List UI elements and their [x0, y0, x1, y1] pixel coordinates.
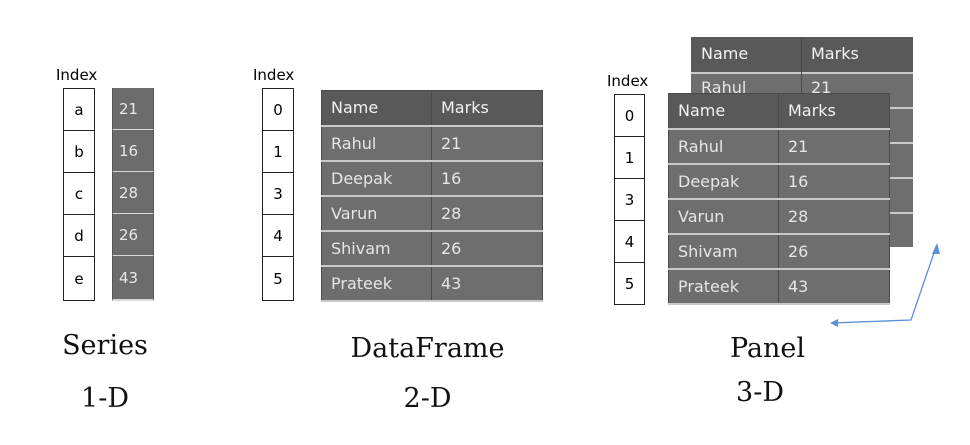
panel-cell: 21	[778, 128, 890, 165]
series-index-cell: b	[63, 130, 95, 173]
dataframe-header-row: Name Marks	[321, 90, 543, 127]
dataframe-cell: 21	[431, 125, 543, 162]
panel-back-divider	[801, 37, 802, 72]
dataframe-row: Shivam 26	[321, 230, 543, 267]
panel-row: Rahul 21	[668, 128, 890, 165]
dataframe-column-header: Marks	[431, 90, 543, 127]
series-index-cell: e	[63, 256, 95, 301]
panel-axis-arrow-icon	[830, 243, 940, 327]
panel-cell: 16	[778, 163, 890, 200]
dataframe-index-cell: 0	[262, 88, 294, 131]
dataframe-cell: 28	[431, 195, 543, 232]
dataframe-dimension-label: 2-D	[403, 383, 452, 414]
panel-cell: Rahul	[668, 128, 779, 165]
panel-back-cell: Rahul	[701, 78, 747, 97]
dataframe-cell: Deepak	[321, 160, 432, 197]
series-value-cell: 43	[112, 256, 154, 301]
series-value-cell: 26	[112, 214, 154, 257]
dataframe-index-cell: 3	[262, 172, 294, 215]
panel-row: Prateek 43	[668, 268, 890, 305]
dataframe-cell: 26	[431, 230, 543, 267]
dataframe-row: Deepak 16	[321, 160, 543, 197]
panel-index-cell: 1	[614, 136, 645, 179]
panel-back-cell: 21	[811, 78, 832, 97]
panel-index-cell: 5	[614, 262, 645, 305]
panel-back-column-header: Marks	[811, 44, 859, 63]
panel-row: Shivam 26	[668, 233, 890, 270]
series-value-cell: 21	[112, 88, 154, 131]
dataframe-index-label: Index	[253, 66, 295, 84]
panel-back-header: Name Marks	[691, 37, 913, 74]
dataframe-cell: Varun	[321, 195, 432, 232]
dataframe-cell: Prateek	[321, 265, 432, 302]
dataframe-cell: Shivam	[321, 230, 432, 267]
dataframe-index-cell: 4	[262, 214, 294, 257]
panel-cell: 43	[778, 268, 890, 305]
series-index-cell: d	[63, 214, 95, 257]
series-value-cell: 16	[112, 130, 154, 173]
dataframe-table: Name Marks Rahul 21 Deepak 16 Varun 28 S…	[321, 90, 543, 302]
series-value-cell: 28	[112, 172, 154, 215]
panel-index-label: Index	[607, 72, 649, 90]
panel-cell: Varun	[668, 198, 779, 235]
series-index-cell: a	[63, 88, 95, 131]
dataframe-row: Varun 28	[321, 195, 543, 232]
panel-cell: 26	[778, 233, 890, 270]
panel-back-column-header: Name	[701, 44, 749, 63]
panel-index-cell: 0	[614, 94, 645, 137]
series-title: Series	[62, 330, 148, 361]
panel-column-header: Marks	[778, 93, 890, 130]
dataframe-index-cell: 1	[262, 130, 294, 173]
dataframe-cell: 16	[431, 160, 543, 197]
series-dimension-label: 1-D	[81, 383, 129, 414]
series-index-cell: c	[63, 172, 95, 215]
dataframe-cell: Rahul	[321, 125, 432, 162]
dataframe-title: DataFrame	[350, 333, 505, 364]
panel-index-cell: 4	[614, 220, 645, 263]
dataframe-row: Prateek 43	[321, 265, 543, 302]
dataframe-cell: 43	[431, 265, 543, 302]
panel-front-table: Name Marks Rahul 21 Deepak 16 Varun 28 S…	[668, 93, 890, 305]
panel-cell: 28	[778, 198, 890, 235]
panel-row: Varun 28	[668, 198, 890, 235]
panel-cell: Shivam	[668, 233, 779, 270]
dataframe-row: Rahul 21	[321, 125, 543, 162]
series-index-label: Index	[56, 66, 98, 84]
panel-dimension-label: 3-D	[736, 377, 784, 408]
dataframe-column-header: Name	[321, 90, 432, 127]
panel-row: Deepak 16	[668, 163, 890, 200]
panel-cell: Prateek	[668, 268, 779, 305]
panel-title: Panel	[729, 333, 806, 364]
panel-index-cell: 3	[614, 178, 645, 221]
panel-column-header: Name	[668, 93, 779, 130]
panel-cell: Deepak	[668, 163, 779, 200]
dataframe-index-cell: 5	[262, 256, 294, 301]
panel-header-row: Name Marks	[668, 93, 890, 130]
